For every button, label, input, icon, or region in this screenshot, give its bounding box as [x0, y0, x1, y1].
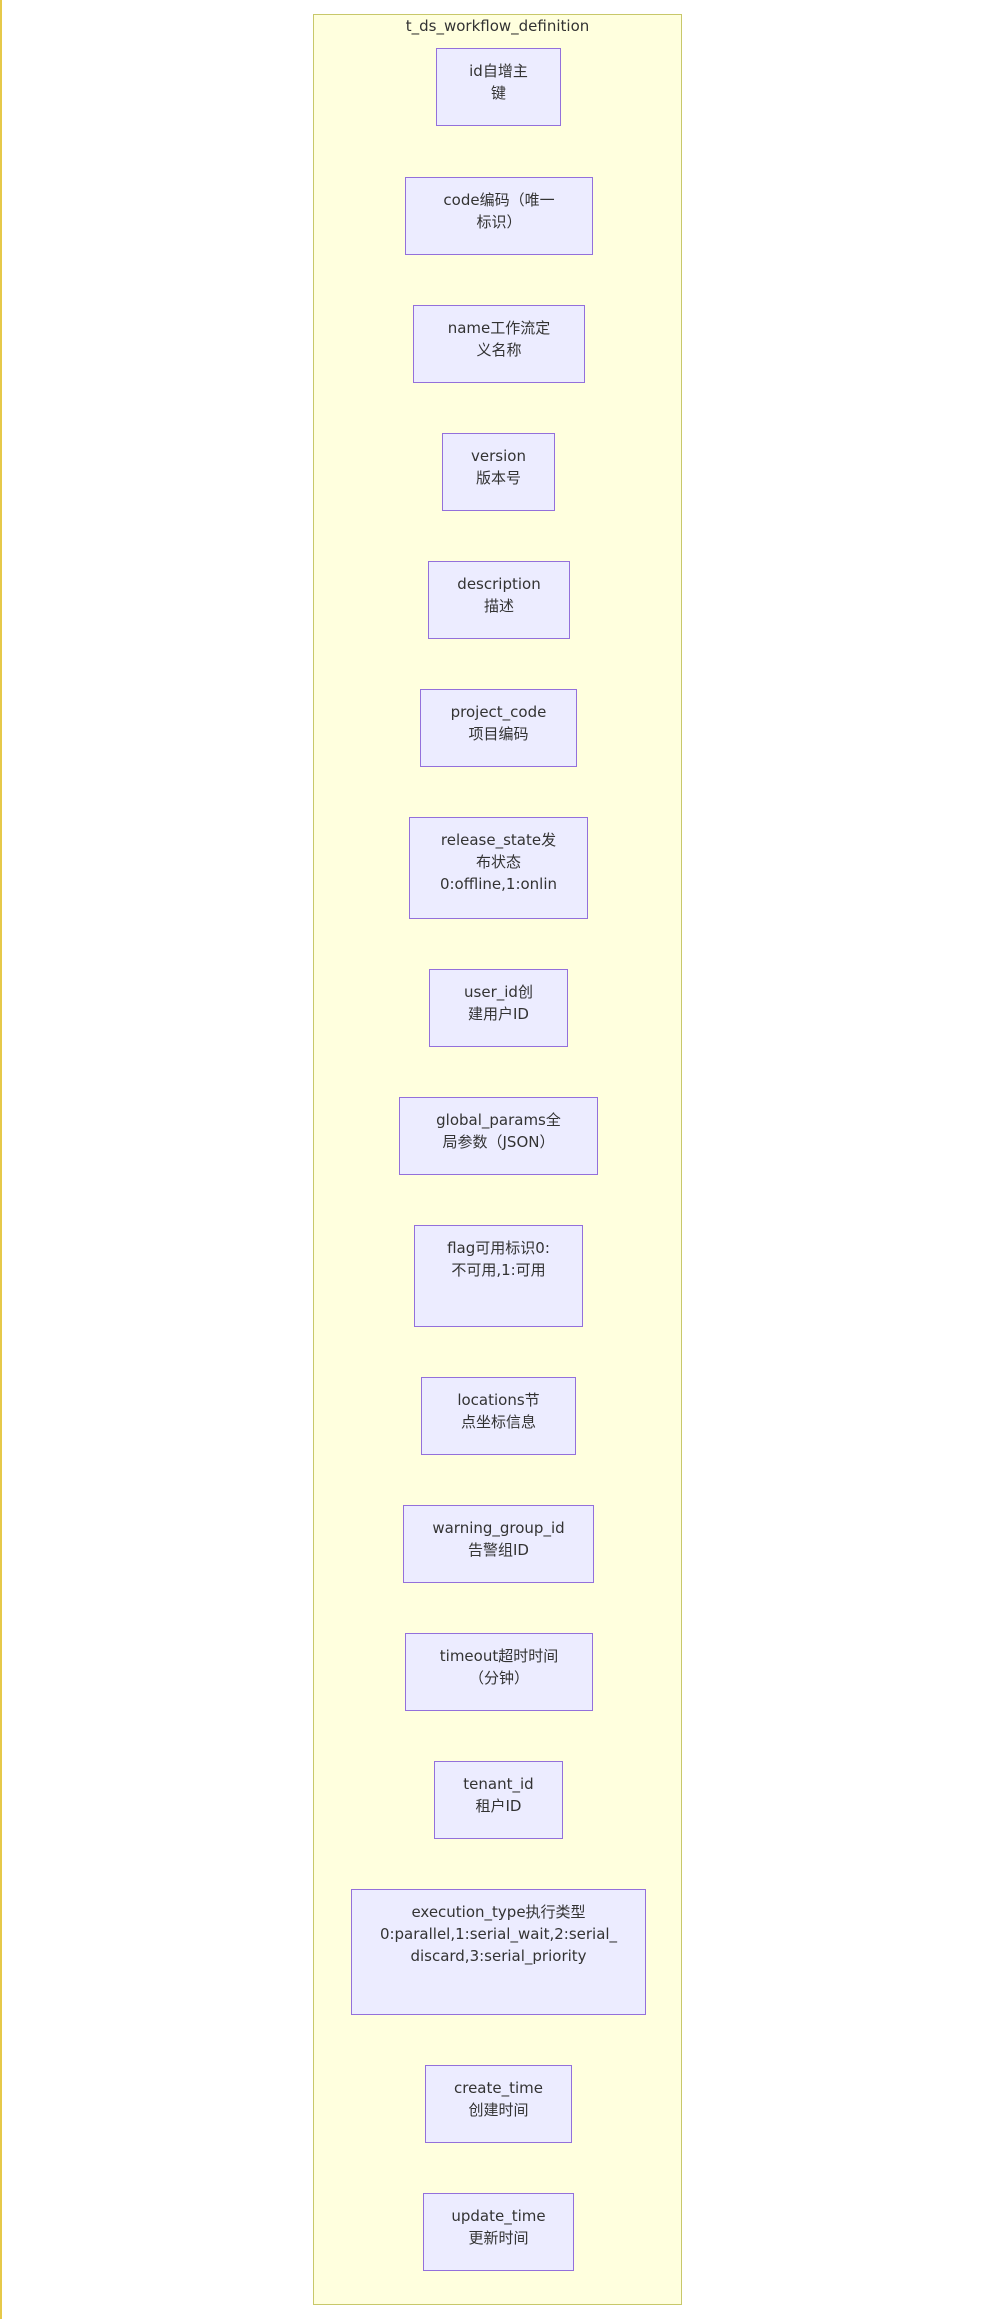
left-border-line: [0, 0, 2, 2319]
field-node-label-line: （分钟）: [468, 1669, 529, 1687]
field-node-label-line: 义名称: [476, 341, 522, 359]
field-node-label-line: 租户ID: [475, 1797, 522, 1815]
field-node-label-line: warning_group_id: [432, 1519, 565, 1537]
field-node-tenant-id: tenant_id 租户ID: [434, 1761, 563, 1839]
field-node-locations: locations节点坐标信息: [421, 1377, 576, 1455]
field-node-label-line: 建用户ID: [468, 1005, 529, 1023]
field-node-label-line: 0:offline,1:onlin: [439, 875, 558, 893]
field-node-label-line: code编码（唯一: [443, 191, 555, 209]
field-node-warning-group-id: warning_group_id 告警组ID: [403, 1505, 594, 1583]
cluster-title: t_ds_workflow_definition: [405, 17, 590, 35]
field-node-label-line: global_params全: [436, 1111, 561, 1129]
field-node-label-line: 告警组ID: [468, 1541, 529, 1559]
field-node-label-line: version: [471, 447, 526, 465]
field-node-label-line: 0:parallel,1:serial_wait,2:serial_: [379, 1925, 618, 1943]
field-node-flag: flag可用标识0: 不可用,1:可用: [414, 1225, 583, 1327]
field-node-label-line: execution_type执行类型: [411, 1903, 586, 1921]
field-node-label-line: discard,3:serial_priority: [410, 1947, 587, 1965]
field-node-project-code: project_code 项目编码: [420, 689, 577, 767]
field-node-label-line: 点坐标信息: [460, 1413, 536, 1431]
field-node-label-line: name工作流定: [447, 319, 551, 337]
field-node-label-line: timeout超时时间: [439, 1647, 559, 1665]
field-node-name: name工作流定义名称: [413, 305, 585, 383]
field-node-label-line: 版本号: [475, 469, 521, 487]
field-node-create-time: create_time 创建时间: [425, 2065, 572, 2143]
field-node-label-line: 创建时间: [468, 2101, 529, 2119]
field-node-label-line: 项目编码: [468, 725, 529, 743]
field-node-id: id自增主键: [436, 48, 561, 126]
field-node-label-line: 局参数（JSON）: [442, 1133, 555, 1151]
field-node-timeout: timeout超时时间 （分钟）: [405, 1633, 593, 1711]
field-node-code: code编码（唯一标识）: [405, 177, 593, 255]
field-node-release-state: release_state发布状态 0:offline,1:onlin: [409, 817, 588, 919]
field-node-user-id: user_id创建用户ID: [429, 969, 568, 1047]
field-node-description: description 描述: [428, 561, 570, 639]
field-node-label-line: update_time: [451, 2207, 546, 2225]
field-node-label-line: tenant_id: [463, 1775, 534, 1793]
field-node-label-line: 布状态: [475, 853, 521, 871]
field-node-label-line: 不可用,1:可用: [451, 1261, 546, 1279]
field-node-global-params: global_params全局参数（JSON）: [399, 1097, 598, 1175]
field-node-label-line: 描述: [483, 597, 514, 615]
field-node-execution-type: execution_type执行类型 0:parallel,1:serial_wa…: [351, 1889, 646, 2015]
field-node-label-line: user_id创: [464, 983, 533, 1001]
field-node-label-line: locations节: [457, 1391, 540, 1409]
field-node-label-line: create_time: [453, 2079, 543, 2097]
field-node-label-line: id自增主: [469, 62, 528, 80]
field-node-label-line: description: [457, 575, 541, 593]
field-node-label-line: release_state发: [440, 831, 557, 849]
field-node-label-line: flag可用标识0:: [447, 1239, 550, 1257]
field-node-version: version 版本号: [442, 433, 555, 511]
field-node-label-line: 标识）: [476, 213, 522, 231]
field-node-label-line: project_code: [450, 703, 547, 721]
field-node-label-line: 键: [490, 84, 506, 102]
field-node-label-line: 更新时间: [468, 2229, 529, 2247]
field-node-update-time: update_time 更新时间: [423, 2193, 574, 2271]
